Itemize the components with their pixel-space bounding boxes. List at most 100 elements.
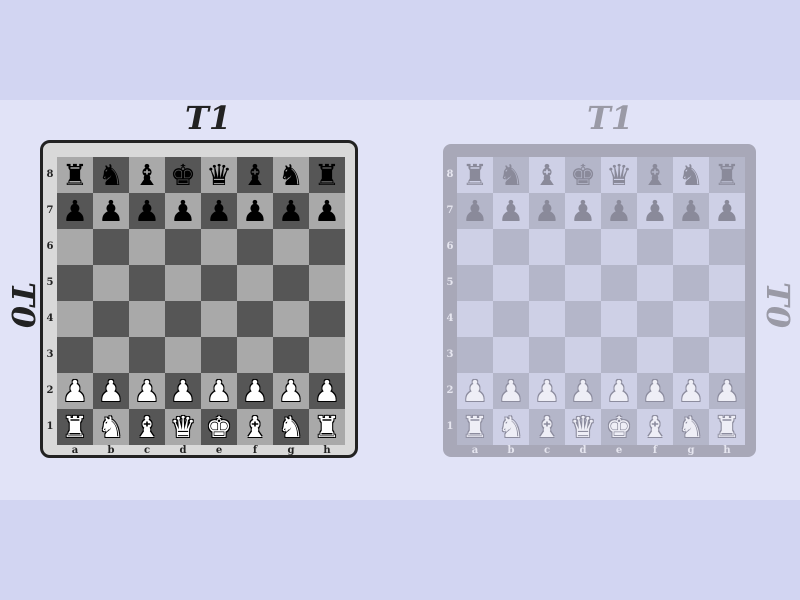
square-a6[interactable] [457,229,493,265]
square-a4[interactable] [457,301,493,337]
white-pawn-icon[interactable]: ♟ [134,373,160,408]
square-d8[interactable]: ♚ [165,157,201,193]
black-pawn-icon[interactable]: ♟ [462,193,488,228]
square-h6[interactable] [309,229,345,265]
square-g8[interactable]: ♞ [673,157,709,193]
square-b2[interactable]: ♟ [93,373,129,409]
square-f6[interactable] [237,229,273,265]
square-e3[interactable] [201,337,237,373]
white-pawn-icon[interactable]: ♟ [570,373,596,408]
black-king-icon[interactable]: ♚ [570,157,596,192]
square-b4[interactable] [93,301,129,337]
square-g5[interactable] [273,265,309,301]
white-rook-icon[interactable]: ♜ [714,409,740,444]
black-bishop-icon[interactable]: ♝ [242,157,268,192]
square-d2[interactable]: ♟ [565,373,601,409]
white-pawn-icon[interactable]: ♟ [242,373,268,408]
square-g6[interactable] [673,229,709,265]
square-f2[interactable]: ♟ [637,373,673,409]
black-pawn-icon[interactable]: ♟ [206,193,232,228]
square-c4[interactable] [129,301,165,337]
square-g1[interactable]: ♞ [273,409,309,445]
black-queen-icon[interactable]: ♛ [206,157,232,192]
square-g2[interactable]: ♟ [673,373,709,409]
square-g7[interactable]: ♟ [673,193,709,229]
white-queen-icon[interactable]: ♛ [570,409,596,444]
square-e8[interactable]: ♛ [201,157,237,193]
square-f8[interactable]: ♝ [237,157,273,193]
black-rook-icon[interactable]: ♜ [714,157,740,192]
square-c1[interactable]: ♝ [529,409,565,445]
square-b5[interactable] [93,265,129,301]
square-f4[interactable] [637,301,673,337]
square-g5[interactable] [673,265,709,301]
black-knight-icon[interactable]: ♞ [498,157,524,192]
square-g7[interactable]: ♟ [273,193,309,229]
white-king-icon[interactable]: ♚ [206,409,232,444]
square-c5[interactable] [129,265,165,301]
square-a8[interactable]: ♜ [57,157,93,193]
black-pawn-icon[interactable]: ♟ [570,193,596,228]
square-e4[interactable] [601,301,637,337]
square-a8[interactable]: ♜ [457,157,493,193]
square-c7[interactable]: ♟ [129,193,165,229]
square-f7[interactable]: ♟ [637,193,673,229]
square-b6[interactable] [93,229,129,265]
square-h6[interactable] [709,229,745,265]
square-c3[interactable] [129,337,165,373]
black-pawn-icon[interactable]: ♟ [62,193,88,228]
square-a7[interactable]: ♟ [57,193,93,229]
white-pawn-icon[interactable]: ♟ [206,373,232,408]
white-bishop-icon[interactable]: ♝ [242,409,268,444]
square-e8[interactable]: ♛ [601,157,637,193]
white-knight-icon[interactable]: ♞ [498,409,524,444]
square-a5[interactable] [57,265,93,301]
square-f2[interactable]: ♟ [237,373,273,409]
square-d4[interactable] [565,301,601,337]
white-rook-icon[interactable]: ♜ [462,409,488,444]
square-h8[interactable]: ♜ [709,157,745,193]
square-a1[interactable]: ♜ [57,409,93,445]
square-d5[interactable] [165,265,201,301]
square-g3[interactable] [273,337,309,373]
black-rook-icon[interactable]: ♜ [62,157,88,192]
square-g1[interactable]: ♞ [673,409,709,445]
square-h3[interactable] [709,337,745,373]
white-pawn-icon[interactable]: ♟ [714,373,740,408]
square-d4[interactable] [165,301,201,337]
square-f6[interactable] [637,229,673,265]
square-h8[interactable]: ♜ [309,157,345,193]
square-g8[interactable]: ♞ [273,157,309,193]
white-bishop-icon[interactable]: ♝ [534,409,560,444]
black-pawn-icon[interactable]: ♟ [278,193,304,228]
square-a3[interactable] [457,337,493,373]
square-e7[interactable]: ♟ [601,193,637,229]
square-f5[interactable] [237,265,273,301]
square-f3[interactable] [237,337,273,373]
square-c2[interactable]: ♟ [129,373,165,409]
square-d5[interactable] [565,265,601,301]
black-pawn-icon[interactable]: ♟ [714,193,740,228]
square-b8[interactable]: ♞ [93,157,129,193]
white-pawn-icon[interactable]: ♟ [642,373,668,408]
black-pawn-icon[interactable]: ♟ [170,193,196,228]
square-c7[interactable]: ♟ [529,193,565,229]
black-knight-icon[interactable]: ♞ [278,157,304,192]
black-pawn-icon[interactable]: ♟ [678,193,704,228]
square-c8[interactable]: ♝ [529,157,565,193]
white-king-icon[interactable]: ♚ [606,409,632,444]
white-rook-icon[interactable]: ♜ [314,409,340,444]
square-b1[interactable]: ♞ [93,409,129,445]
square-e2[interactable]: ♟ [201,373,237,409]
square-b4[interactable] [493,301,529,337]
square-f1[interactable]: ♝ [637,409,673,445]
square-e3[interactable] [601,337,637,373]
black-rook-icon[interactable]: ♜ [314,157,340,192]
square-b8[interactable]: ♞ [493,157,529,193]
square-c1[interactable]: ♝ [129,409,165,445]
square-d6[interactable] [565,229,601,265]
square-c6[interactable] [529,229,565,265]
white-knight-icon[interactable]: ♞ [278,409,304,444]
black-king-icon[interactable]: ♚ [170,157,196,192]
